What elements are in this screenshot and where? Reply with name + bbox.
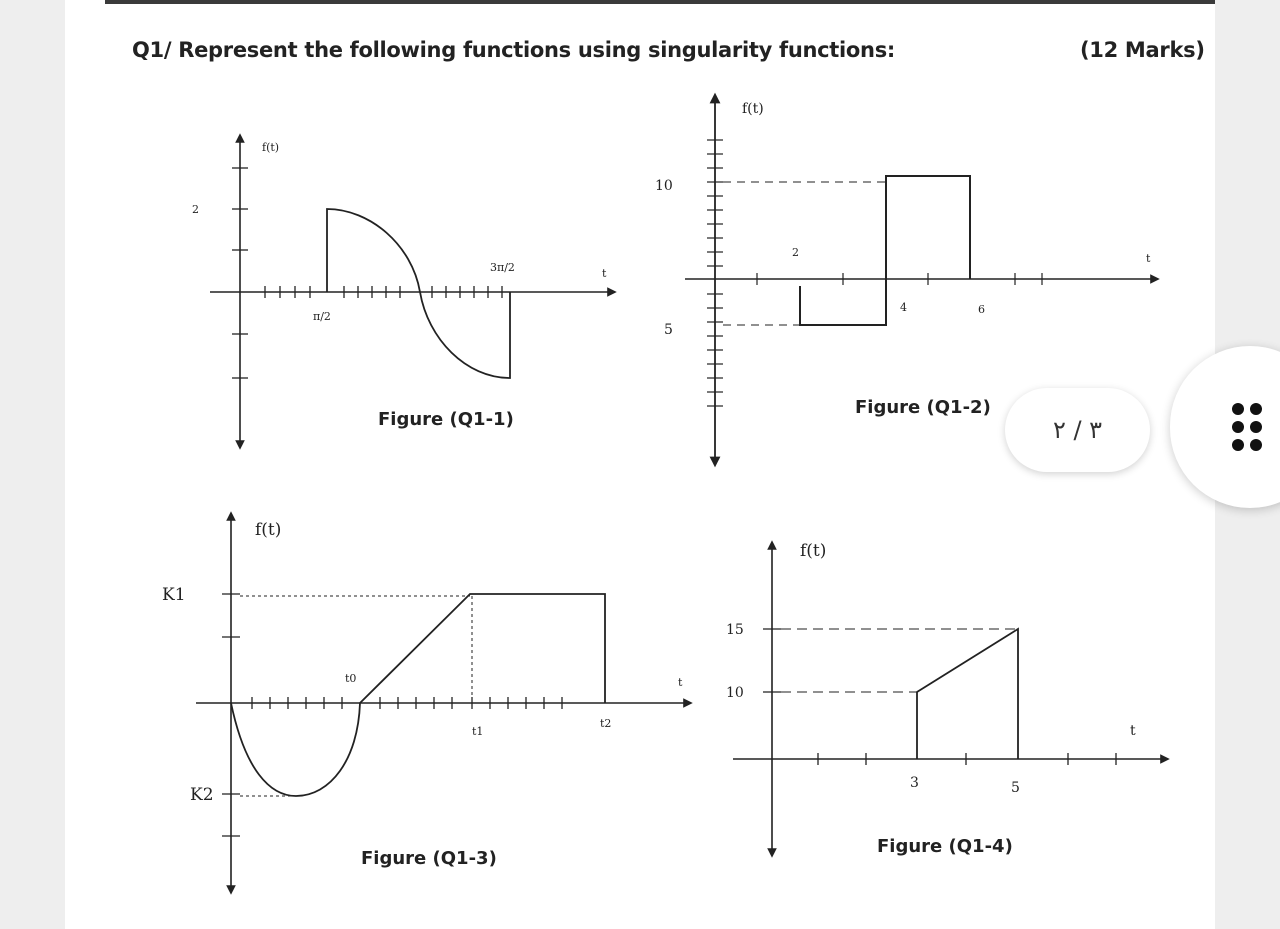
- fig3-y-ticks: [222, 593, 240, 837]
- fig4-y-tick-15: 15: [726, 622, 744, 638]
- fig2-x-label: t: [1146, 252, 1151, 265]
- fig3-x-ticks: [251, 697, 563, 709]
- fig4-signal: [916, 627, 1019, 759]
- fig3-x-tick-t0: t0: [345, 672, 356, 685]
- fig1-x-tick-pi-2: π/2: [313, 310, 331, 323]
- fig1-caption: Figure (Q1-1): [378, 409, 514, 430]
- figure-q1-2: [685, 92, 1160, 468]
- fig2-x-ticks: [756, 273, 1043, 285]
- fig1-y-label: f(t): [262, 141, 279, 154]
- fig2-y-tick-10: 10: [655, 178, 673, 194]
- question-title: Q1/ Represent the following functions us…: [132, 38, 895, 62]
- fig1-x-label: t: [602, 267, 607, 280]
- fig4-x-tick-5: 5: [1011, 780, 1020, 796]
- fig2-x-tick-4: 4: [900, 301, 907, 314]
- fig2-x-tick-2: 2: [792, 246, 799, 259]
- figure-q1-3: [196, 511, 693, 895]
- page-top-border: [105, 0, 1215, 4]
- fig4-y-ticks: [763, 628, 781, 693]
- page-indicator: ٣ / ٢: [1005, 388, 1150, 472]
- fig2-x-tick-6: 6: [978, 303, 985, 316]
- fig1-y-ticks: [232, 167, 248, 379]
- fig3-x-label: t: [678, 676, 683, 689]
- fig3-y-label: f(t): [255, 520, 281, 540]
- figure-q1-4: [733, 540, 1170, 858]
- fig2-caption: Figure (Q1-2): [855, 397, 991, 418]
- fig4-x-label: t: [1130, 723, 1136, 739]
- fig4-x-tick-3: 3: [910, 775, 919, 791]
- fig4-y-label: f(t): [800, 541, 826, 561]
- fig2-signal: [799, 175, 971, 326]
- fig2-y-ticks: [707, 139, 723, 407]
- fig2-y-tick-5: 5: [664, 322, 673, 338]
- question-marks: (12 Marks): [1080, 38, 1205, 62]
- fig3-signal: [230, 593, 606, 797]
- fig3-level-k1: K1: [162, 585, 186, 605]
- figure-q1-1: [210, 133, 617, 450]
- fig3-caption: Figure (Q1-3): [361, 848, 497, 869]
- fig4-x-ticks: [817, 753, 1117, 765]
- fig3-level-k2: K2: [190, 785, 214, 805]
- fig4-y-tick-10: 10: [726, 685, 744, 701]
- fig1-x-ticks: [264, 286, 503, 298]
- fig3-x-tick-t1: t1: [472, 725, 483, 738]
- fig2-y-label: f(t): [742, 101, 764, 117]
- fig3-x-tick-t2: t2: [600, 717, 611, 730]
- fig1-x-tick-3pi-2: 3π/2: [490, 261, 515, 274]
- more-dots-icon: [1232, 403, 1268, 451]
- fig1-curve: [326, 208, 511, 379]
- fig1-y-tick-2: 2: [192, 203, 199, 216]
- fig4-caption: Figure (Q1-4): [877, 836, 1013, 857]
